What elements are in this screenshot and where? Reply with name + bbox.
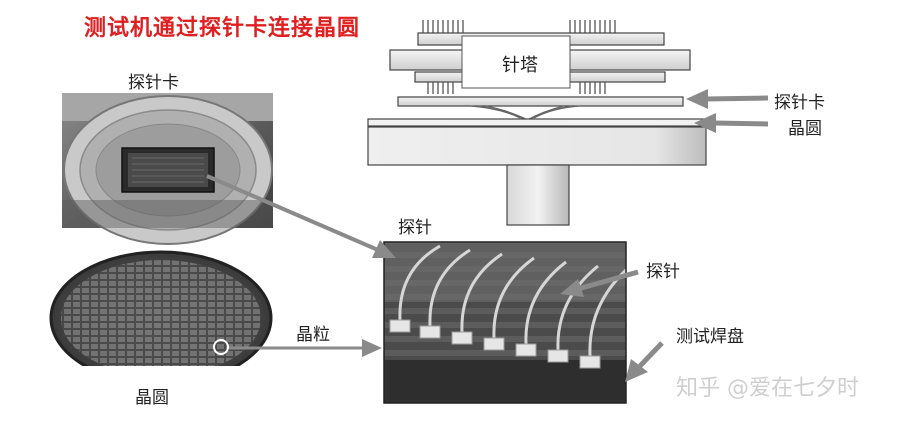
wafer-photo xyxy=(48,250,278,386)
arrow-head-die xyxy=(362,339,382,357)
probe-card-plate xyxy=(397,96,684,107)
arrow-head-probe xyxy=(560,279,584,297)
probe-card-label-right: 探针卡 xyxy=(774,93,825,113)
probe-card-photo xyxy=(62,93,273,245)
die-label: 晶粒 xyxy=(296,325,330,345)
probe-label-top: 探针 xyxy=(398,218,432,238)
wafer-chuck xyxy=(367,126,707,166)
wafer-photo-label: 晶圆 xyxy=(135,388,169,408)
probe-card-photo-label: 探针卡 xyxy=(128,73,179,93)
callout-arrows xyxy=(206,89,769,382)
test-pad-label: 测试焊盘 xyxy=(676,327,744,347)
diagram-title: 测试机通过探针卡连接晶圆 xyxy=(84,16,361,41)
chuck-stem xyxy=(506,164,570,226)
tower-body xyxy=(461,35,571,89)
tower-label: 针塔 xyxy=(502,55,538,76)
arrow-head-closeup xyxy=(372,240,396,258)
probe-needles-schematic xyxy=(469,105,581,121)
arrow-head-test-pad xyxy=(625,359,648,382)
tower-top-pins xyxy=(422,20,616,34)
probe-label-right: 探针 xyxy=(646,262,680,282)
arrow-head-wafer xyxy=(694,113,716,133)
die-highlight-circle xyxy=(213,339,229,355)
tower-bottom-pins xyxy=(427,82,606,94)
tower-assembly xyxy=(389,20,691,94)
wafer-schematic xyxy=(367,118,707,127)
watermark-text: 知乎 @爱在七夕时 xyxy=(676,376,859,401)
probe-closeup-photo xyxy=(383,241,628,404)
wafer-label-right: 晶圆 xyxy=(788,119,822,139)
arrow-head-probe-card xyxy=(686,89,708,109)
